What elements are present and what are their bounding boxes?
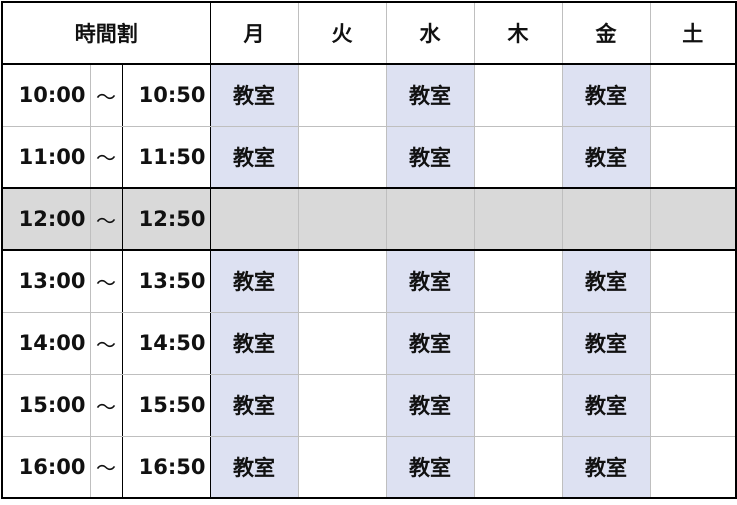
slot-thu xyxy=(473,63,563,127)
slot-mon: 教室 xyxy=(209,63,299,127)
slot-wed: 教室 xyxy=(385,63,475,127)
slot-mon: 教室 xyxy=(209,125,299,189)
slot-tue xyxy=(297,435,387,499)
slot-sat xyxy=(649,311,737,375)
slot-sat xyxy=(649,187,737,251)
period-start-time: 12:00 xyxy=(1,187,91,251)
day-header-wed: 水 xyxy=(385,1,475,65)
period-start-time: 10:00 xyxy=(1,63,91,127)
slot-mon: 教室 xyxy=(209,435,299,499)
period-end-time: 13:50 xyxy=(121,249,211,313)
slot-tue xyxy=(297,125,387,189)
slot-fri: 教室 xyxy=(561,125,651,189)
slot-fri: 教室 xyxy=(561,435,651,499)
slot-tue xyxy=(297,249,387,313)
slot-mon: 教室 xyxy=(209,373,299,437)
slot-tue xyxy=(297,187,387,251)
slot-wed: 教室 xyxy=(385,249,475,313)
slot-fri xyxy=(561,187,651,251)
slot-thu xyxy=(473,249,563,313)
slot-fri: 教室 xyxy=(561,311,651,375)
table-row: 12:00〜12:50 xyxy=(1,187,737,251)
timetable-title: 時間割 xyxy=(1,1,211,65)
slot-thu xyxy=(473,435,563,499)
time-separator: 〜 xyxy=(89,435,123,499)
slot-fri: 教室 xyxy=(561,249,651,313)
slot-wed: 教室 xyxy=(385,125,475,189)
slot-wed xyxy=(385,187,475,251)
day-header-thu: 木 xyxy=(473,1,563,65)
slot-fri: 教室 xyxy=(561,373,651,437)
slot-wed: 教室 xyxy=(385,435,475,499)
time-separator: 〜 xyxy=(89,63,123,127)
slot-sat xyxy=(649,125,737,189)
slot-tue xyxy=(297,373,387,437)
period-end-time: 16:50 xyxy=(121,435,211,499)
period-start-time: 16:00 xyxy=(1,435,91,499)
slot-thu xyxy=(473,125,563,189)
period-end-time: 14:50 xyxy=(121,311,211,375)
slot-sat xyxy=(649,373,737,437)
time-separator: 〜 xyxy=(89,249,123,313)
day-header-mon: 月 xyxy=(209,1,299,65)
period-end-time: 11:50 xyxy=(121,125,211,189)
slot-sat xyxy=(649,435,737,499)
slot-thu xyxy=(473,187,563,251)
period-end-time: 12:50 xyxy=(121,187,211,251)
period-end-time: 10:50 xyxy=(121,63,211,127)
day-header-tue: 火 xyxy=(297,1,387,65)
period-start-time: 14:00 xyxy=(1,311,91,375)
slot-thu xyxy=(473,311,563,375)
slot-fri: 教室 xyxy=(561,63,651,127)
time-separator: 〜 xyxy=(89,125,123,189)
period-end-time: 15:50 xyxy=(121,373,211,437)
slot-wed: 教室 xyxy=(385,311,475,375)
period-start-time: 11:00 xyxy=(1,125,91,189)
slot-mon: 教室 xyxy=(209,311,299,375)
day-header-sat: 土 xyxy=(649,1,737,65)
slot-mon: 教室 xyxy=(209,249,299,313)
period-start-time: 15:00 xyxy=(1,373,91,437)
day-header-fri: 金 xyxy=(561,1,651,65)
slot-thu xyxy=(473,373,563,437)
slot-tue xyxy=(297,63,387,127)
time-separator: 〜 xyxy=(89,373,123,437)
slot-wed: 教室 xyxy=(385,373,475,437)
time-separator: 〜 xyxy=(89,311,123,375)
header-row: 時間割 月 火 水 木 金 土 xyxy=(1,1,737,65)
time-separator: 〜 xyxy=(89,187,123,251)
slot-sat xyxy=(649,63,737,127)
slot-tue xyxy=(297,311,387,375)
period-start-time: 13:00 xyxy=(1,249,91,313)
slot-mon xyxy=(209,187,299,251)
slot-sat xyxy=(649,249,737,313)
